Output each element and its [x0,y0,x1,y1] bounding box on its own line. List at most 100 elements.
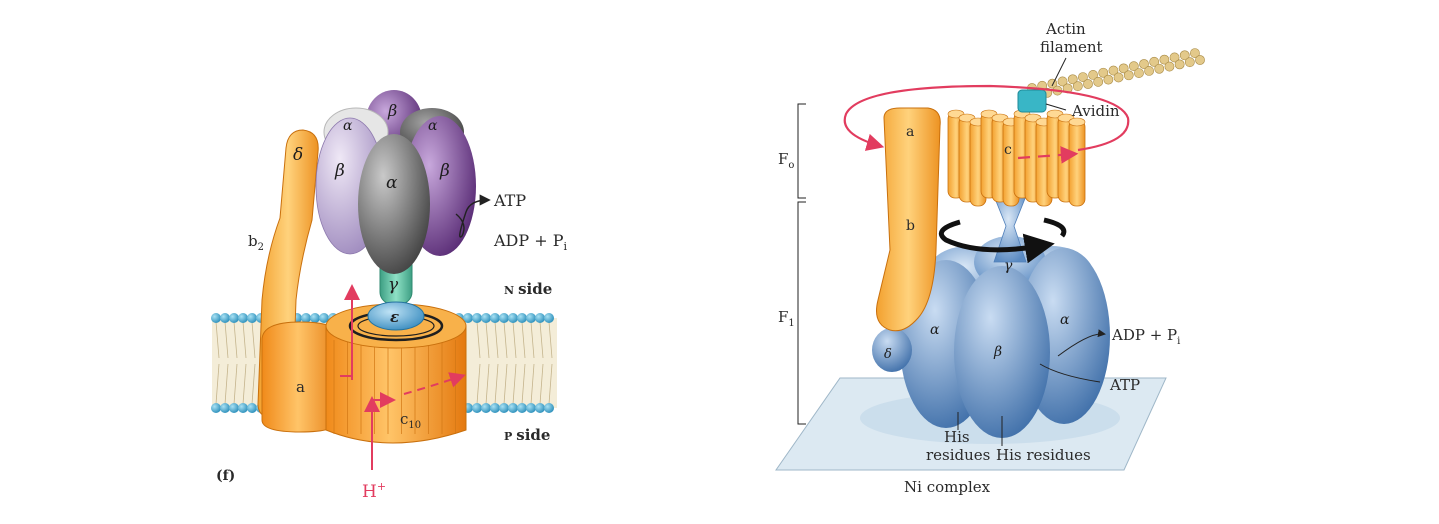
label-actin-line1: Actin [1045,20,1086,38]
lipid-head-icon [247,313,257,323]
lipid-head-icon [535,403,545,413]
lipid-head-icon [508,403,518,413]
label-alpha-left-right: α [930,322,940,338]
actin-bead-icon [1179,50,1190,61]
atp-arrow [455,194,491,238]
actin-bead-icon [1113,72,1124,83]
lipid-head-icon [220,403,230,413]
label-alpha-top-left: α [343,118,353,134]
lipid-head-icon [247,403,257,413]
left-panel: δ b2 α β α β α β γ ε a c10 ATP ADP + Pi … [211,90,568,502]
lipid-head-icon [535,313,545,323]
label-c10: c10 [400,410,421,431]
rotation-arrow-shaft [938,219,1055,264]
actin-bead-icon [1072,81,1083,92]
label-b2: b2 [248,232,264,253]
lipid-head-icon [220,313,230,323]
label-delta-right: δ [884,347,892,362]
actin-bead-icon [1078,72,1088,82]
lipid-head-icon [319,313,329,323]
lipid-head-icon [211,313,221,323]
label-actin-line2: filament [1040,38,1103,56]
label-b-right: b [906,218,915,234]
actin-bead-icon [1103,74,1114,85]
lipid-head-icon [499,403,509,413]
actin-bead-icon [1169,52,1180,63]
label-atp-right: ATP [1109,376,1140,394]
actin-bead-icon [1083,79,1093,89]
proton-path [340,284,466,470]
lipid-head-icon [229,313,239,323]
pointer-avidin [1045,103,1067,111]
alpha-center [358,134,430,274]
label-his-left-1: His [944,428,970,446]
beta-sphere [954,266,1050,438]
label-gamma-right: γ [1004,258,1013,274]
label-epsilon: ε [390,308,399,326]
lipid-head-icon [472,313,482,323]
label-his-left-2: residues [926,446,990,464]
label-alpha-center: α [386,173,398,193]
label-adp-pi-right: ADP + Pi [1111,326,1180,347]
actin-bead-icon [1108,65,1119,76]
actin-bead-icon [1093,76,1104,87]
actin-bead-icon [1149,56,1160,67]
lipid-head-icon [211,403,221,413]
label-his-right: His residues [996,446,1091,464]
label-c-right: c [1004,142,1012,158]
lipid-head-icon [544,313,554,323]
lipid-head-icon [499,313,509,323]
lipid-head-icon [481,403,491,413]
label-avidin: Avidin [1071,102,1120,120]
label-h-plus: H+ [362,480,386,502]
label-beta-right: β [439,161,450,181]
lipid-head-icon [490,313,500,323]
label-gamma: γ [388,275,399,295]
actin-bead-icon [1088,70,1098,80]
actin-bead-icon [1128,61,1139,72]
actin-filament [1027,48,1205,100]
actin-bead-icon [1174,59,1185,70]
actin-bead-icon [1190,48,1200,58]
actin-bead-icon [1134,68,1144,78]
lipid-head-icon [472,403,482,413]
bracket-fo [797,103,806,199]
label-f1: F1 [778,308,795,329]
lipid-head-icon [517,313,527,323]
label-ni-complex: Ni complex [904,478,991,496]
lipid-head-icon [310,313,320,323]
label-atp: ATP [493,191,526,210]
f1-headpiece [315,90,476,274]
right-panel: Actin filament Avidin a c Fo b γ F1 α β … [775,20,1205,496]
lipid-head-icon [229,403,239,413]
actin-bead-icon [1154,63,1165,74]
delta-sphere [872,328,912,372]
actin-bead-icon [1139,59,1149,69]
label-beta-left: β [334,161,345,181]
lipid-head-icon [508,313,518,323]
lipid-head-icon [544,403,554,413]
pointer-actin [1051,57,1067,87]
actin-bead-icon [1164,61,1175,72]
lipid-head-icon [238,313,248,323]
actin-bead-icon [1057,76,1068,87]
lipid-head-icon [463,313,473,323]
bracket-f1 [797,201,806,425]
label-alpha-right-right: α [1060,312,1070,328]
panel-letter: (f) [216,468,235,484]
b-stalk-right [876,107,941,332]
label-delta: δ [293,145,303,165]
actin-bead-icon [1067,74,1078,85]
lipid-head-icon [490,403,500,413]
epsilon-subunit [367,301,425,331]
actin-bead-icon [1118,63,1129,74]
lipid-head-icon [526,403,536,413]
pointer-atp-right [1039,363,1101,383]
lipid-head-icon [238,403,248,413]
label-beta-top: β [387,101,397,120]
label-adp-pi: ADP + Pi [493,231,568,253]
c-subunit-cylinder [1068,119,1086,207]
